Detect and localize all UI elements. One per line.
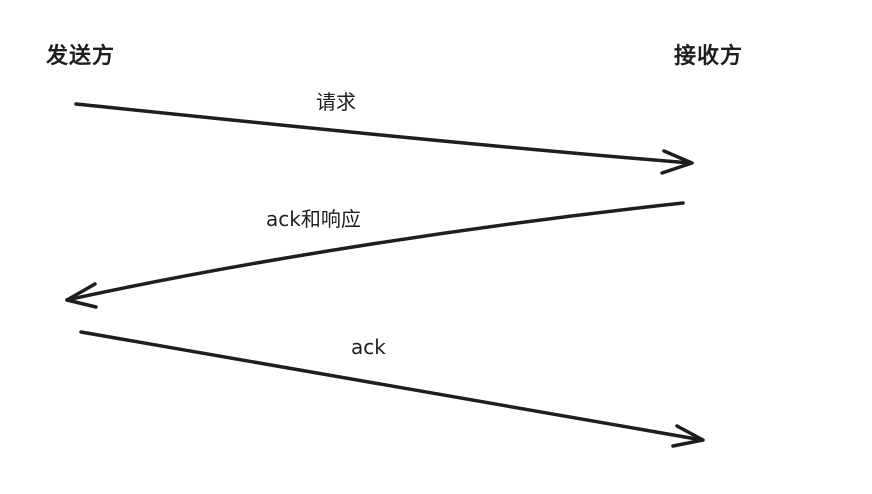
arrow-ack-response bbox=[65, 201, 685, 309]
arrow-ack-head bbox=[671, 424, 705, 448]
arrow-ack-line bbox=[79, 330, 704, 442]
arrow-ack bbox=[79, 330, 705, 448]
message-ack-label: ack bbox=[351, 335, 386, 359]
arrow-ack-response-line bbox=[65, 201, 685, 302]
receiver-label: 接收方 bbox=[674, 44, 744, 69]
sender-label: 发送方 bbox=[46, 44, 116, 69]
arrow-request bbox=[74, 102, 694, 175]
arrow-ack-response-head bbox=[65, 282, 98, 309]
message-ack-response-label: ack和响应 bbox=[266, 207, 361, 231]
arrow-request-line bbox=[74, 102, 692, 165]
arrow-request-head bbox=[660, 149, 694, 175]
message-request-label: 请求 bbox=[316, 90, 356, 114]
